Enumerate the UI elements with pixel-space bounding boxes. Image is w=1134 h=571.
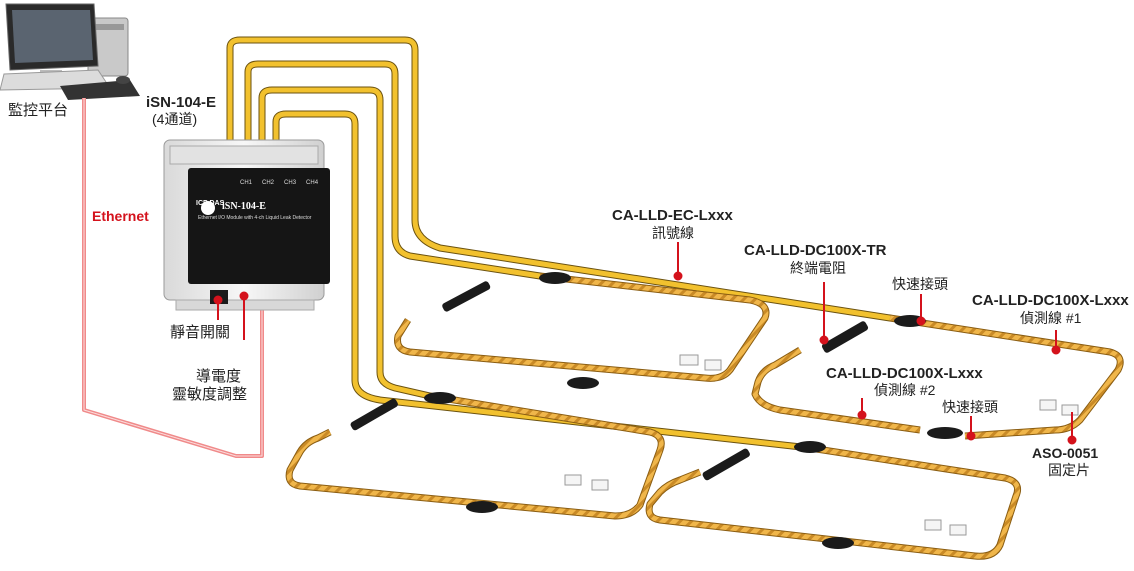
channel-label: CH3 [284,180,297,186]
channel-label: CH2 [262,180,275,186]
label-terminator-model: CA-LLD-DC100X-TR [744,242,887,259]
channel-label: CH1 [240,180,253,186]
quick-connectors [424,272,963,549]
label-fixing-clip-name: 固定片 [1048,462,1090,478]
fixing-clips [564,354,1079,536]
label-sensing-cable2-model: CA-LLD-DC100X-Lxxx [826,365,983,382]
isn-104-e-device [163,139,330,311]
label-sensing-cable1-model: CA-LLD-DC100X-Lxxx [972,292,1129,309]
device-subtitle: Ethernet I/O Module with 4-ch Liquid Lea… [198,215,312,221]
label-sensing-cable1-name: 偵測線 #1 [1020,310,1082,326]
label-quick-connector-2: 快速接頭 [942,399,998,415]
label-fixing-clip-model: ASO-0051 [1032,445,1099,461]
signal-cables [226,36,894,452]
label-quick-connector-1: 快速接頭 [892,276,948,292]
channel-label: CH4 [306,180,319,186]
device-channels: CH1 CH2 CH3 CH4 [240,180,318,186]
label-sensitivity-line1: 導電度 [196,368,242,385]
sensing-cables [285,272,1124,560]
label-device-model: iSN-104-E [146,94,217,111]
label-mute-switch: 靜音開關 [170,324,231,341]
label-signal-cable-model: CA-LLD-EC-Lxxx [612,207,733,224]
device-title: iSN-104-E [222,201,266,212]
label-terminator-name: 終端電阻 [790,260,846,276]
label-sensitivity-line2: 靈敏度調整 [172,386,248,403]
label-device-channels: (4通道) [152,111,198,127]
terminator-plugs [350,281,869,481]
label-sensing-cable2-name: 偵測線 #2 [874,382,936,398]
label-ethernet: Ethernet [92,208,149,224]
label-signal-cable-name: 訊號線 [652,225,694,241]
device-brand: ICP DAS [196,200,225,207]
computer-icon [0,3,140,100]
callout-markers [213,242,1077,445]
label-monitor-platform: 監控平台 [8,102,69,119]
